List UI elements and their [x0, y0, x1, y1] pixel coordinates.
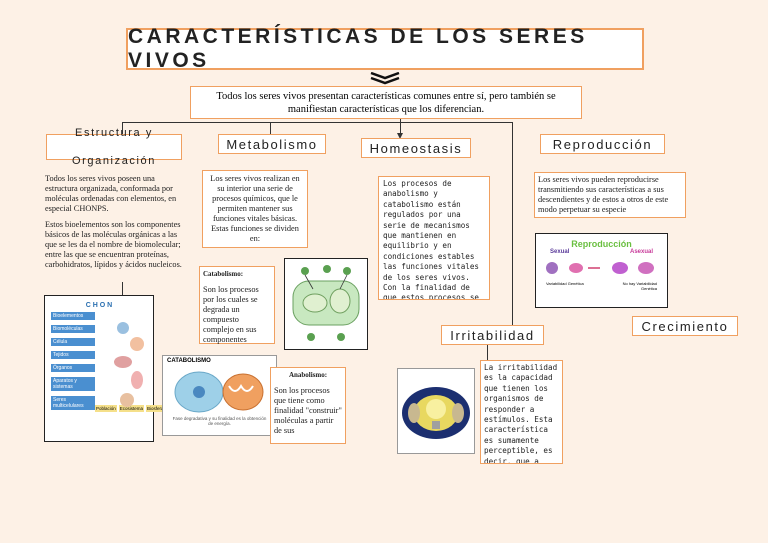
organization-chart-image: C H O N Bioelementos Biomoléculas Célula…: [44, 295, 165, 442]
reproduccion-asexual-label: Asexual: [629, 249, 653, 255]
reproduccion-image-title: Reproducción: [571, 239, 632, 249]
catabolismo-text: Son los procesos por los cuales se degra…: [203, 285, 259, 344]
connector: [122, 282, 123, 296]
catabolismo-image: CATABOLISMO Fase degradativa y su finali…: [162, 355, 277, 436]
reproduccion-text: Los seres vivos pueden reproducirse tran…: [534, 172, 686, 218]
catabolismo-image-title: CATABOLISMO: [167, 358, 211, 364]
org-bottom-item: Biosfera: [146, 405, 165, 412]
org-row: Aparatos y sistemas: [51, 377, 95, 391]
anabolismo-box: Anabolismo: Son los procesos que tiene c…: [270, 367, 346, 444]
org-row: Bioelementos: [51, 312, 95, 320]
intro-text: Todos los seres vivos presentan caracter…: [190, 86, 582, 119]
org-bottom-item: Ecosistema: [118, 405, 145, 412]
estructura-text: Todos los seres vivos poseen una estruct…: [45, 174, 183, 270]
catabolismo-box: Catabolismo: Son los procesos por los cu…: [199, 266, 275, 344]
connector: [400, 119, 401, 136]
org-row: Tejidos: [51, 351, 95, 359]
org-bottom-item: Población: [95, 405, 117, 412]
cell-diagram-image: [284, 258, 368, 350]
org-row: Órganos: [51, 364, 95, 372]
org-row: Biomoléculas: [51, 325, 95, 333]
header-metabolismo: Metabolismo: [218, 134, 326, 154]
estructura-paragraph-1: Todos los seres vivos poseen una estruct…: [45, 174, 177, 213]
org-chart-top: C H O N: [85, 302, 113, 309]
connector: [270, 122, 271, 135]
org-chart-bottom: Población Ecosistema Biosfera: [95, 405, 165, 412]
page-title: CARACTERÍSTICAS DE LOS SERES VIVOS: [126, 25, 644, 72]
org-row: Célula: [51, 338, 95, 346]
irritabilidad-image: [397, 368, 475, 454]
reproduccion-sexual-caption: Variabilidad Genética: [546, 281, 584, 286]
org-chart-rows: Bioelementos Biomoléculas Célula Tejidos…: [51, 312, 147, 410]
reproduccion-asexual-caption: No hay Variabilidad Genética: [622, 281, 657, 291]
mitochondria-icon: [174, 371, 264, 413]
metabolismo-text: Los seres vivos realizan en su interior …: [202, 170, 308, 248]
catabolismo-image-caption: Fase degradativa y su finalidad es la ob…: [172, 416, 267, 426]
anabolismo-text: Son los procesos que tiene como finalida…: [274, 386, 342, 435]
org-illustrations: [109, 318, 149, 418]
chevron-down-icon: [369, 72, 401, 86]
reproduction-icon: [546, 262, 654, 274]
header-estructura: Estructura y Organización: [46, 127, 182, 167]
anabolismo-title: Anabolismo:: [288, 371, 328, 379]
estructura-paragraph-2: Estos bioelementos son los componentes b…: [45, 220, 182, 269]
org-row: Seres multicelulares: [51, 396, 95, 410]
lightbulb-icon: [402, 387, 470, 439]
connector: [487, 345, 488, 360]
header-crecimiento: Crecimiento: [632, 316, 738, 336]
connector: [122, 122, 123, 136]
homeostasis-text: Los procesos de anabolismo y catabolismo…: [378, 176, 490, 300]
connector: [512, 122, 513, 330]
reproduccion-image: Reproducción Sexual Asexual Variabilidad…: [535, 233, 668, 308]
header-irritabilidad: Irritabilidad: [441, 325, 544, 345]
header-homeostasis: Homeostasis: [361, 138, 471, 158]
connector: [122, 122, 512, 123]
header-reproduccion: Reproducción: [540, 134, 665, 154]
header-estructura-label: Estructura y Organización: [71, 127, 156, 167]
catabolismo-title: Catabolismo:: [203, 270, 244, 278]
arrow-head: [397, 133, 403, 139]
reproduccion-sexual-label: Sexual: [550, 249, 570, 255]
irritabilidad-text: La irritabilidad es la capacidad que tie…: [480, 360, 563, 464]
